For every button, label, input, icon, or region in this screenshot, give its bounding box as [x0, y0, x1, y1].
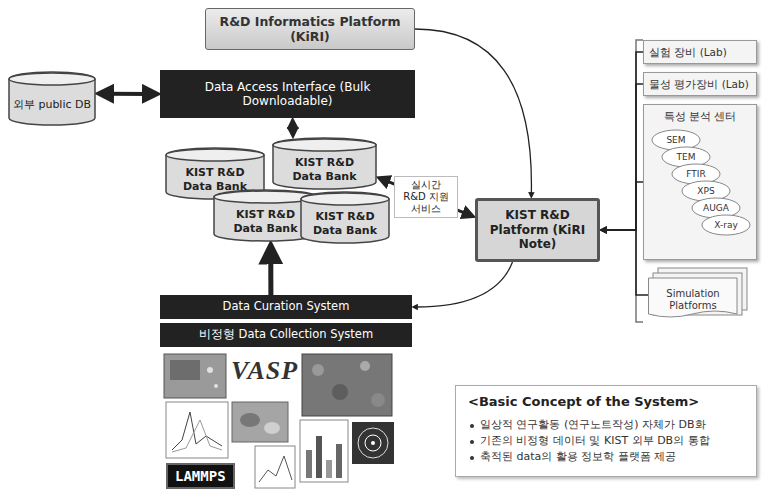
node-text: FTIR: [686, 169, 705, 180]
data-bank-cylinder: KIST R&D Data Bank: [272, 138, 377, 190]
analysis-center-box: 특성 분석 센터 SEM TEM FTIR XPS AUGA X-ray: [643, 104, 757, 260]
diffraction-pattern: [352, 422, 394, 464]
ellipse-outline: [702, 215, 750, 235]
grain: [360, 361, 370, 371]
software-logo: LAMMPS: [166, 463, 235, 489]
node-text: 물성 평가장비 (Lab): [649, 78, 749, 91]
diffraction-ring: [365, 435, 381, 451]
connector-arrow: [268, 257, 273, 295]
concept-box: <Basic Concept of the System> 일상적 연구활동 (연…: [455, 385, 757, 477]
connector-arrow: [108, 92, 148, 96]
cylinder-top: [301, 193, 389, 205]
grain: [264, 422, 280, 434]
bullet-text: 일상적 연구활동 (연구노트작성) 자체가 DB화: [468, 418, 706, 431]
node-text: XPS: [697, 186, 714, 197]
node-text: AUGA: [703, 203, 729, 214]
cylinder-body: [273, 138, 376, 189]
node-text: 특성 분석 센터: [664, 110, 737, 123]
node-text: 외부 public DB: [13, 98, 91, 111]
interface-box: Data Access Interface (Bulk Downloadable…: [160, 70, 415, 118]
node-text: 실험 장비 (Lab): [649, 46, 727, 59]
node-text: KIST R&D Data Bank: [289, 156, 361, 182]
connector-arrow: [605, 230, 649, 295]
equipment-box: 실험 장비 (Lab): [643, 40, 757, 64]
node-text: Simulation Platforms: [652, 288, 734, 312]
edge-label: 실시간 R&D 지원서비스: [394, 176, 458, 218]
cylinder-top: [9, 73, 95, 85]
grain: [332, 384, 348, 400]
node-text: 비정형 Data Collection System: [199, 328, 373, 342]
plot-frame: [255, 446, 295, 488]
particle: [214, 384, 218, 388]
cylinder-body: [9, 72, 95, 125]
connector-arrow: [416, 262, 513, 307]
group-bracket: [636, 40, 643, 322]
platform-box: KIST R&D Platform (KiRI Note): [475, 198, 600, 262]
bullet-text: 기존의 비정형 데이터 및 KIST 외부 DB의 통합: [468, 434, 710, 447]
micrograph: [302, 354, 392, 416]
node-text: SEM: [666, 135, 685, 146]
connector-arrow: [291, 125, 294, 130]
grain: [312, 364, 324, 376]
equipment-box: 물성 평가장비 (Lab): [643, 72, 757, 96]
instrument-ellipse: X-ray: [701, 214, 751, 236]
micrograph: [232, 402, 288, 442]
plot-frame: [300, 420, 348, 482]
bullet-text: 축적된 data의 활용 정보학 플랫폼 제공: [468, 450, 676, 463]
node-text: R&D Informatics Platform (KiRI): [214, 14, 406, 44]
node-text: KIST R&D Data Bank: [309, 210, 381, 236]
simulation-docs: Simulation Platforms: [648, 268, 748, 322]
node-text: KIST R&D Data Bank: [179, 166, 251, 192]
software-logo: VASP: [229, 356, 300, 386]
grain: [371, 393, 385, 407]
connector-arrow: [415, 29, 531, 194]
doc-sheet-front: [649, 278, 738, 317]
diffraction-ring: [358, 428, 388, 458]
micrograph-inset: [170, 360, 200, 380]
node-text: Data Curation System: [223, 300, 350, 314]
node-text: KIST R&D Data Bank: [230, 208, 302, 234]
bar: [316, 436, 322, 478]
particle: [207, 367, 213, 373]
data-collage: [164, 354, 394, 488]
connector-arrow: [605, 84, 644, 230]
database-cylinder: 외부 public DB: [8, 72, 96, 126]
micrograph: [164, 354, 226, 398]
bar: [306, 450, 312, 478]
node-text: TEM: [677, 152, 696, 163]
connector-arrow: [605, 52, 644, 230]
plot-curve: [259, 456, 292, 482]
node-text: KIST R&D Platform (KiRI Note): [484, 208, 591, 251]
system-bar: Data Curation System: [160, 295, 412, 319]
node-text: Data Access Interface (Bulk Downloadable…: [168, 80, 407, 109]
cylinder-top: [166, 149, 264, 161]
system-bar: 비정형 Data Collection System: [160, 323, 412, 347]
node-text: X-ray: [714, 220, 738, 231]
grain: [240, 413, 260, 427]
data-bank-cylinder: KIST R&D Data Bank: [300, 192, 390, 244]
connector-arrow: [605, 182, 644, 230]
plot-curve: [172, 420, 222, 452]
platform-box: R&D Informatics Platform (KiRI): [205, 8, 415, 50]
node-text: <Basic Concept of the System>: [468, 394, 699, 410]
bar: [326, 460, 332, 478]
plot-frame: [166, 402, 228, 458]
cylinder-top: [273, 139, 376, 151]
diffraction-spot: [371, 441, 375, 445]
cylinder-body: [301, 192, 389, 243]
bar: [336, 444, 342, 478]
plot-curve: [172, 412, 222, 450]
